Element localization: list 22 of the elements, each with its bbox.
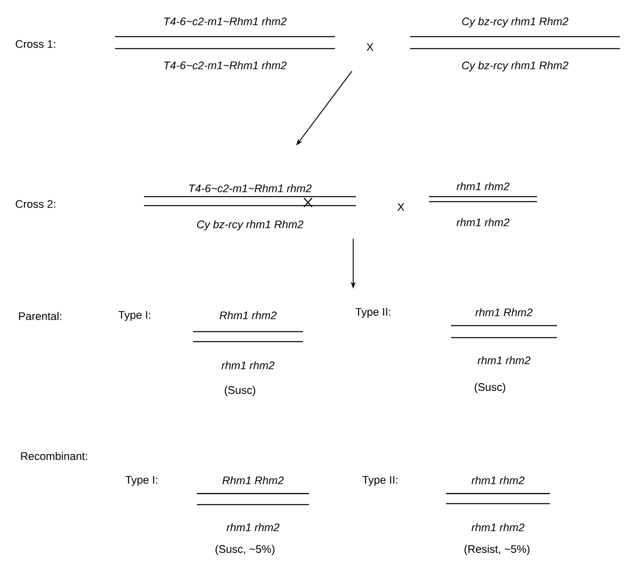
chromosome-pair: rhm1 rhm2 rhm1 rhm2 (446, 476, 550, 532)
row-label: Recombinant: (21, 452, 88, 460)
chromosome-pair: Rhm1 Rhm2 rhm1 rhm2 (197, 476, 309, 532)
row-label: Type I: (118, 311, 150, 321)
chromosome-pair: rhm1 rhm2 rhm1 rhm2 (429, 182, 537, 226)
chromosome-pair: Cy bz-rcy rhm1 Rhm2 Cy bz-rcy rhm1 Rhm2 (410, 17, 620, 72)
row-label: Type II: (355, 308, 390, 318)
cross-sign: X (366, 43, 374, 51)
row-label: Cross 1: (16, 40, 56, 48)
row-label: X (397, 203, 404, 211)
chromosome-pair: Rhm1 rhm2 rhm1 rhm2 (193, 311, 303, 370)
chromosome-pair: rhm1 Rhm2 rhm1 rhm2 (451, 308, 557, 364)
row-label: Type II: (362, 476, 398, 486)
phenotype-label: (Susc, ~5%) (216, 544, 274, 556)
chromosome-pair: T4-6~c2-m1~Rhm1 rhm2 T4-6~c2-m1~Rhm1 rhm2 (115, 17, 335, 70)
phenotype-label: (Resist, ~5%) (464, 544, 530, 556)
row-label: Parental: (19, 312, 62, 320)
chromosome-pair: T4-6~c2-m1~Rhm1 rhm2 Cy bz-rcy rhm1 Rhm2 (144, 184, 356, 230)
row-label: Type I: (125, 476, 158, 486)
phenotype-label: (Susc) (224, 386, 256, 396)
phenotype-label: (Susc) (474, 382, 506, 394)
row-label: Cross 2: (16, 200, 56, 208)
